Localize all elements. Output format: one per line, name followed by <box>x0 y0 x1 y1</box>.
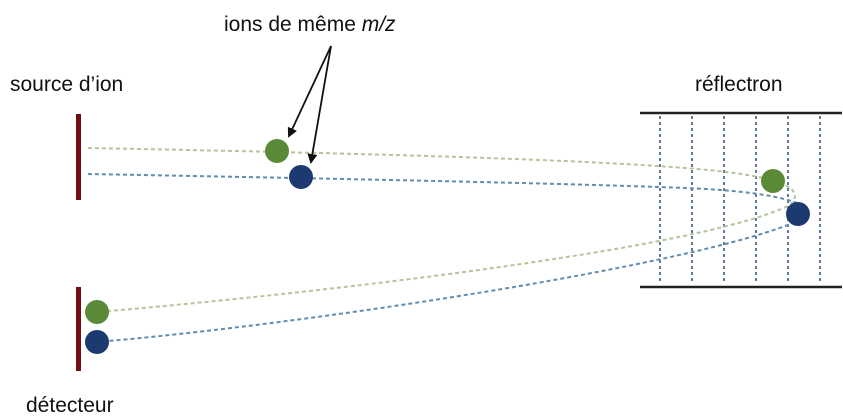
mz-label: m/z <box>361 13 396 36</box>
blue-ion-path <box>87 173 809 343</box>
green-ion-detector <box>85 300 109 324</box>
ions-same-mz-label: ions de même m/z <box>224 14 396 35</box>
green-ion <box>265 139 289 163</box>
arrow-icon <box>287 45 332 138</box>
blue-ion <box>289 165 313 189</box>
detector-plate <box>76 287 81 371</box>
ion-source-plate <box>76 114 81 200</box>
arrow-icon <box>307 45 332 164</box>
ions-label-prefix: ions de même <box>224 13 362 36</box>
reflectron-label: réflectron <box>695 73 783 96</box>
blue-ion-detector <box>85 330 109 354</box>
green-ion-reflectron <box>761 169 785 193</box>
green-ion-path <box>87 147 796 313</box>
detector-label: détecteur <box>26 394 114 417</box>
blue-ion-reflectron <box>786 202 810 226</box>
reflectron-grids <box>659 116 821 284</box>
ion-source-label: source d’ion <box>10 73 124 96</box>
